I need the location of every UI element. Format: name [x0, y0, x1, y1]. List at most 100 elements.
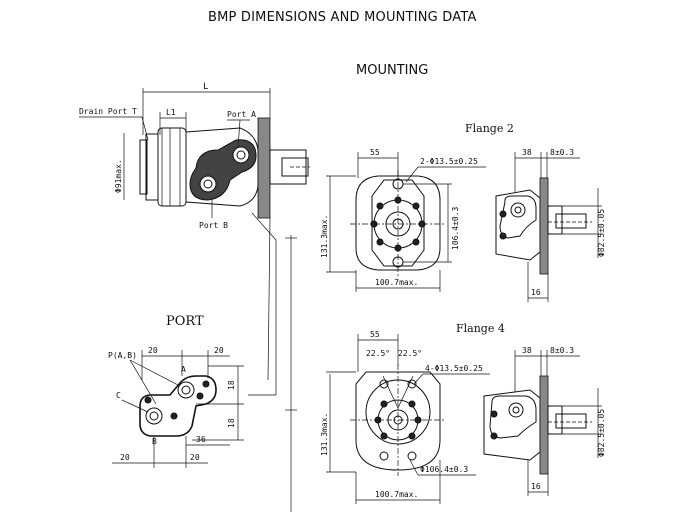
- f4-side-bolt: [490, 410, 498, 418]
- mounting-title: MOUNTING: [356, 63, 429, 78]
- port-bolt: [144, 396, 152, 404]
- flange2-front-view: 55 2-Φ13.5±0.25: [320, 148, 486, 292]
- motor-side-view: L L1 Drain Port T Port A Port B Φ91max.: [79, 82, 310, 512]
- f4-height-label: 131.3max.: [320, 413, 329, 456]
- f2-bolt: [376, 238, 384, 246]
- label-port-b: Port B: [199, 221, 228, 230]
- leader-line: [409, 459, 419, 476]
- flange4-side-view: 38 8±0.3 Φ82.5±0.05 16: [483, 346, 606, 496]
- port-detail-view: 20 20 P(A,B) A B C 18: [108, 346, 244, 468]
- f4-angle-right: 22.5°: [398, 349, 422, 358]
- port-b-inner: [203, 179, 213, 189]
- f4-side-bolt: [490, 432, 498, 440]
- f4-side-8: 8±0.3: [550, 346, 574, 355]
- port-label-a: A: [181, 365, 186, 374]
- port-dim-18-bottom: 18: [227, 418, 236, 428]
- f2-side-shaft: [555, 213, 587, 229]
- end-cap: [145, 133, 159, 201]
- port-dim-20-bottom-left: 20: [120, 453, 130, 462]
- port-dim-18-top: 18: [227, 380, 236, 390]
- f2-side-16: 16: [531, 288, 541, 297]
- leader-line: [121, 399, 149, 413]
- flange2-side-view: 38 8±0.3 Φ82.5±0.05 16: [495, 148, 606, 302]
- port-dim-20-bottom-right: 20: [190, 453, 200, 462]
- leader-line: [267, 217, 271, 381]
- f2-side-flange: [539, 177, 549, 275]
- f2-bolt-circle-label: 106.4±0.3: [451, 206, 460, 250]
- f2-outline: [355, 175, 441, 271]
- drain-boss: [139, 139, 148, 195]
- label-port-a: Port A: [227, 110, 256, 119]
- f2-inner-outline: [371, 179, 425, 267]
- f4-side-shaft: [555, 413, 587, 429]
- f4-dim-55: 55: [370, 330, 380, 339]
- leader-line: [129, 359, 179, 386]
- f2-side-port: [510, 202, 526, 218]
- port-a-inner: [181, 385, 191, 395]
- angle-line: [397, 375, 414, 409]
- page-title: BMP DIMENSIONS AND MOUNTING DATA: [208, 10, 477, 25]
- f2-side-bolt: [499, 210, 507, 218]
- f4-bolt: [380, 432, 388, 440]
- port-dim-20-top-right: 20: [214, 346, 224, 355]
- f2-side-body: [495, 189, 541, 261]
- f2-bolt: [376, 202, 384, 210]
- label-L: L: [203, 82, 208, 92]
- flange2-label: Flange 2: [465, 122, 514, 135]
- f2-side-8: 8±0.3: [550, 148, 574, 157]
- port-b-hole: [199, 175, 217, 193]
- f4-side-pilot: [547, 405, 563, 435]
- port-bolt: [196, 392, 204, 400]
- f2-side-38: 38: [522, 148, 532, 157]
- label-diameter: Φ91max.: [114, 159, 123, 193]
- f4-width-label: 100.7max.: [375, 490, 418, 499]
- f2-side-bolt: [499, 232, 507, 240]
- label-drain-port: Drain Port T: [79, 107, 137, 116]
- port-a-inner: [236, 150, 246, 160]
- f2-side-pilot: [547, 205, 563, 235]
- leader-line: [141, 116, 149, 141]
- f4-bolt: [380, 400, 388, 408]
- f2-holes-label: 2-Φ13.5±0.25: [420, 157, 478, 166]
- f2-pilot-label: Φ82.5±0.05: [597, 209, 606, 257]
- port-a-circle: [177, 381, 195, 399]
- f4-pilot-label: Φ82.5±0.05: [597, 409, 606, 457]
- f2-dim-55: 55: [370, 148, 380, 157]
- port-b-inner: [149, 411, 159, 421]
- f4-side-38: 38: [522, 346, 532, 355]
- port-label-c: C: [116, 391, 121, 400]
- angle-line: [382, 375, 399, 409]
- leader-line: [129, 359, 157, 405]
- f4-holes-label: 4-Φ13.5±0.25: [425, 364, 483, 373]
- port-b-circle: [145, 407, 163, 425]
- f4-bolt-circle-label: Φ106.4±0.3: [420, 465, 468, 474]
- port-title: PORT: [166, 314, 204, 329]
- port-bolt: [170, 412, 178, 420]
- f4-bolt: [408, 432, 416, 440]
- port-p-label: P(A,B): [108, 351, 137, 360]
- f4-mount-hole: [407, 379, 417, 389]
- f4-mount-hole: [407, 451, 417, 461]
- port-bolt: [202, 380, 210, 388]
- label-L1: L1: [166, 108, 176, 117]
- f4-side-port: [508, 402, 524, 418]
- port-a-hole: [232, 146, 250, 164]
- flange4-front-view: 55 22.5° 22.5° 4-Φ13.5±0.25: [320, 330, 490, 504]
- f4-side-port-inner: [512, 406, 520, 414]
- port-dim-20-top-left: 20: [148, 346, 158, 355]
- f2-width-label: 100.7max.: [375, 278, 418, 287]
- f4-mount-hole: [379, 451, 389, 461]
- f2-height-label: 131.3max.: [320, 215, 329, 258]
- port-dim-36: 36: [196, 435, 206, 444]
- leader-line: [251, 212, 277, 241]
- f2-side-port-inner: [514, 206, 522, 214]
- port-label-b: B: [152, 437, 157, 446]
- f4-mount-hole: [379, 379, 389, 389]
- f4-side-flange: [539, 375, 549, 475]
- flange4-label: Flange 4: [456, 322, 505, 335]
- shaft-pilot: [269, 149, 307, 185]
- f2-bolt: [412, 202, 420, 210]
- f2-bolt: [412, 238, 420, 246]
